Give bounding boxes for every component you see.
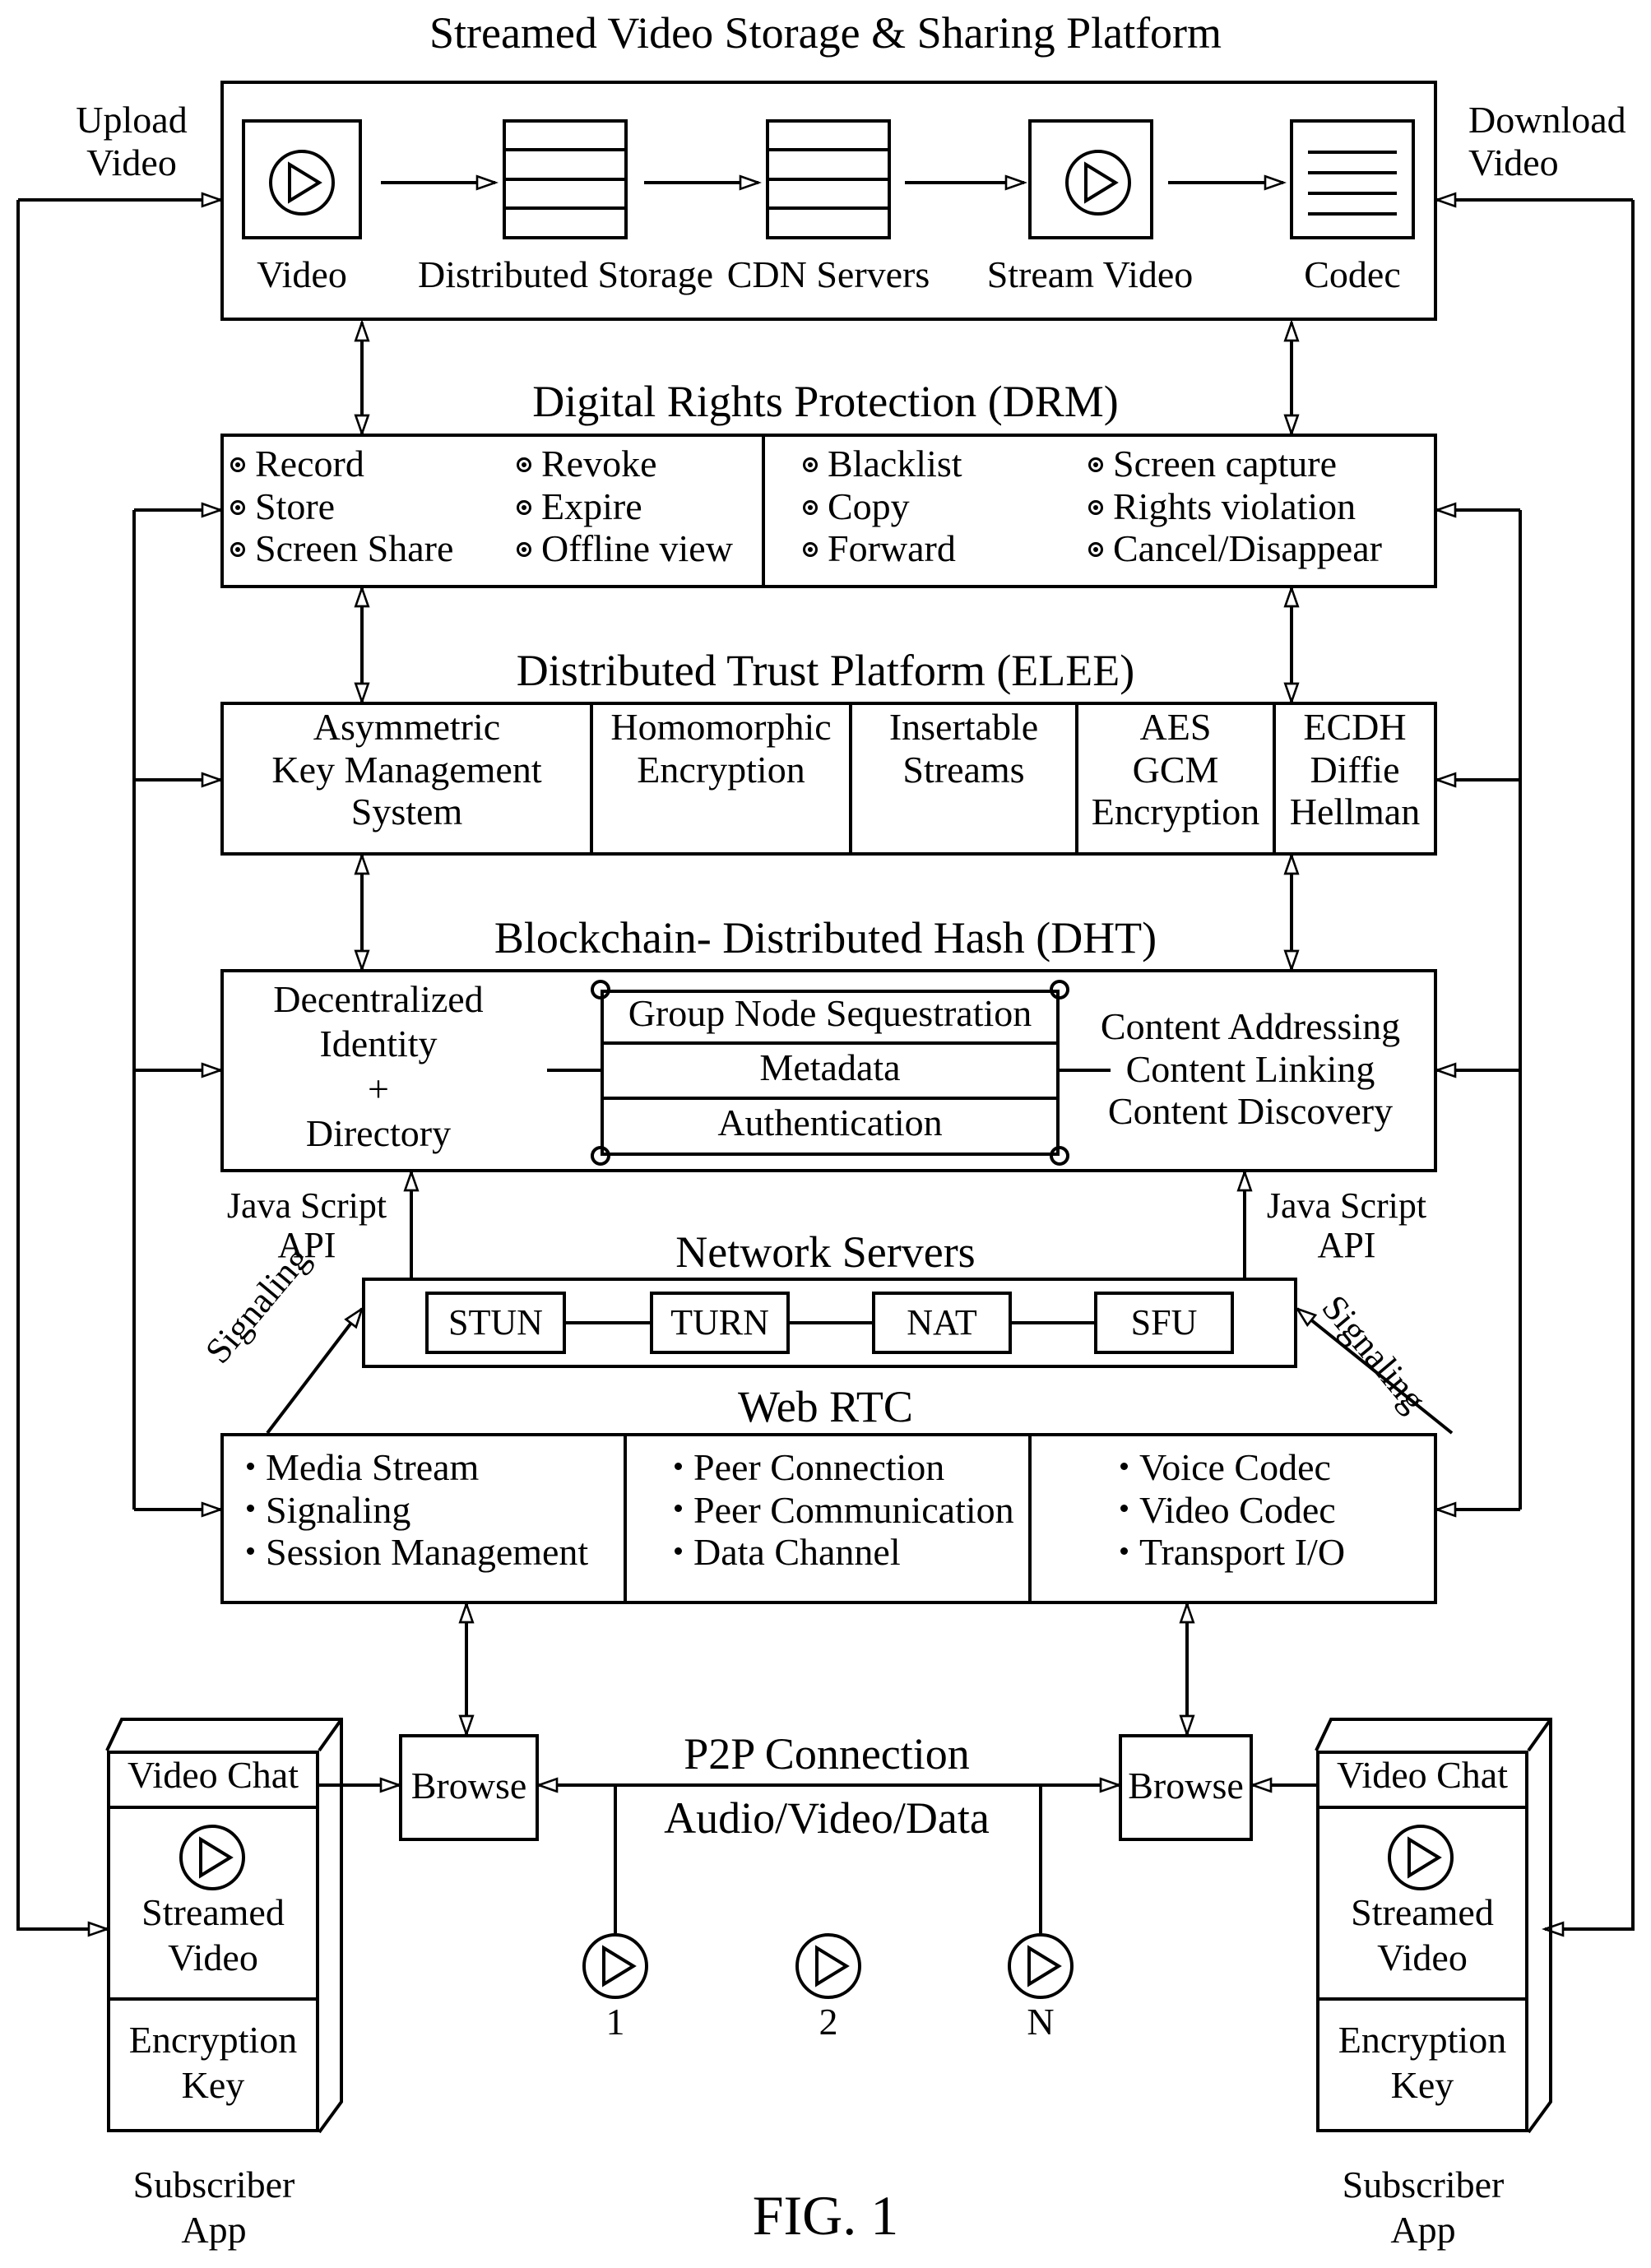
webrtc-title: Web RTC (0, 1382, 1651, 1431)
upload-video-label: Upload Video (58, 99, 206, 183)
dht-authentication: Authentication (601, 1102, 1060, 1144)
dht-group-node-sequestration: Group Node Sequestration (601, 992, 1060, 1035)
webrtc-col1: Media Stream Signaling Session Managemen… (247, 1446, 588, 1574)
webrtc-signaling: Signaling (266, 1489, 410, 1531)
subscriber-left-streamed-video: Streamed Video (107, 1890, 319, 1980)
drm-divider (762, 434, 765, 588)
webrtc-session-management: Session Management (266, 1531, 588, 1573)
webrtc-peer-communication: Peer Communication (693, 1489, 1014, 1531)
peer-n-play-icon (1009, 1935, 1072, 1997)
webrtc-peer-connection: Peer Connection (693, 1446, 944, 1488)
upload-loop (18, 200, 107, 1929)
drm-item-blacklist: Blacklist (828, 443, 962, 485)
platform-item-cdn-servers: CDN Servers (709, 253, 948, 296)
webrtc-voice-codec: Voice Codec (1139, 1446, 1331, 1488)
subscriber-left-divider-1 (107, 1806, 319, 1809)
subscriber-right-divider-2 (1316, 1997, 1528, 2001)
browse-right: Browse (1119, 1734, 1253, 1841)
dht-center-divider-1 (601, 1041, 1060, 1045)
server-nat: NAT (872, 1292, 1012, 1354)
dht-identity-directory: Decentralized Identity + Directory (234, 977, 522, 1156)
dht-title: Blockchain- Distributed Hash (DHT) (0, 913, 1651, 962)
drm-item-expire: Expire (541, 485, 642, 527)
subscriber-right-encryption-key: Encryption Key (1316, 2017, 1528, 2108)
drm-col1: Record Store Screen Share (230, 443, 453, 570)
drm-item-revoke: Revoke (541, 443, 657, 485)
platform-item-video: Video (232, 253, 372, 296)
browse-left: Browse (399, 1734, 539, 1841)
drm-item-forward: Forward (828, 527, 956, 569)
webrtc-col2: Peer Connection Peer Communication Data … (675, 1446, 1014, 1574)
drm-item-cancel-disappear: Cancel/Disappear (1113, 527, 1382, 569)
webrtc-transport-io: Transport I/O (1139, 1531, 1345, 1573)
drm-item-record: Record (255, 443, 364, 485)
server-turn: TURN (650, 1292, 790, 1354)
webrtc-col3: Voice Codec Video Codec Transport I/O (1120, 1446, 1345, 1574)
peer-1-play-icon (584, 1935, 647, 1997)
server-sfu: SFU (1094, 1292, 1234, 1354)
trust-cell-homomorphic: Homomorphic Encryption (593, 706, 849, 791)
trust-cell-aes-gcm: AES GCM Encryption (1078, 706, 1273, 833)
trust-title: Distributed Trust Platform (ELEE) (0, 646, 1651, 695)
subscriber-right-divider-1 (1316, 1806, 1528, 1809)
dht-center-divider-2 (601, 1097, 1060, 1100)
drm-title: Digital Rights Protection (DRM) (0, 377, 1651, 426)
drm-item-store: Store (255, 485, 335, 527)
platform-item-codec: Codec (1270, 253, 1435, 296)
p2p-title: P2P Connection (568, 1729, 1086, 1779)
drm-item-screen-capture: Screen capture (1113, 443, 1337, 485)
subscriber-left-video-chat: Video Chat (107, 1754, 319, 1797)
trust-cell-asymmetric-key: Asymmetric Key Management System (224, 706, 590, 833)
subscriber-right-streamed-video: Streamed Video (1316, 1890, 1528, 1980)
platform-title: Streamed Video Storage & Sharing Platfor… (0, 8, 1651, 58)
peer-2-play-icon (797, 1935, 860, 1997)
subscriber-right-video-chat: Video Chat (1316, 1754, 1528, 1797)
platform-item-distributed-storage: Distributed Storage (411, 253, 720, 296)
drm-col2: Revoke Expire Offline view (517, 443, 733, 570)
drm-col3: Blacklist Copy Forward (803, 443, 962, 570)
webrtc-media-stream: Media Stream (266, 1446, 479, 1488)
drm-item-rights-violation: Rights violation (1113, 485, 1356, 527)
peer-node-2-label: 2 (795, 2001, 861, 2043)
download-loop (1545, 200, 1633, 1929)
webrtc-divider-2 (1028, 1433, 1032, 1604)
subscriber-left-divider-2 (107, 1997, 319, 2001)
subscriber-left-encryption-key: Encryption Key (107, 2017, 319, 2108)
dht-content-addressing: Content Addressing Content Linking Conte… (1078, 1005, 1423, 1133)
peer-node-1-label: 1 (582, 2001, 648, 2043)
drm-item-copy: Copy (828, 485, 910, 527)
download-video-label: Download Video (1468, 99, 1625, 183)
webrtc-data-channel: Data Channel (693, 1531, 901, 1573)
peer-node-n-label: N (1008, 2001, 1074, 2043)
platform-item-stream-video: Stream Video (971, 253, 1209, 296)
webrtc-divider-1 (624, 1433, 627, 1604)
drm-col4: Screen capture Rights violation Cancel/D… (1088, 443, 1382, 570)
webrtc-video-codec: Video Codec (1139, 1489, 1336, 1531)
dht-metadata: Metadata (601, 1046, 1060, 1089)
drm-item-offline-view: Offline view (541, 527, 733, 569)
figure-caption: FIG. 1 (0, 2184, 1651, 2247)
server-stun: STUN (425, 1292, 566, 1354)
trust-cell-insertable-streams: Insertable Streams (852, 706, 1075, 791)
trust-cell-ecdh: ECDH Diffie Hellman (1276, 706, 1434, 833)
network-title: Network Servers (0, 1227, 1651, 1277)
drm-item-screen-share: Screen Share (255, 527, 453, 569)
p2p-subtitle: Audio/Video/Data (568, 1793, 1086, 1843)
